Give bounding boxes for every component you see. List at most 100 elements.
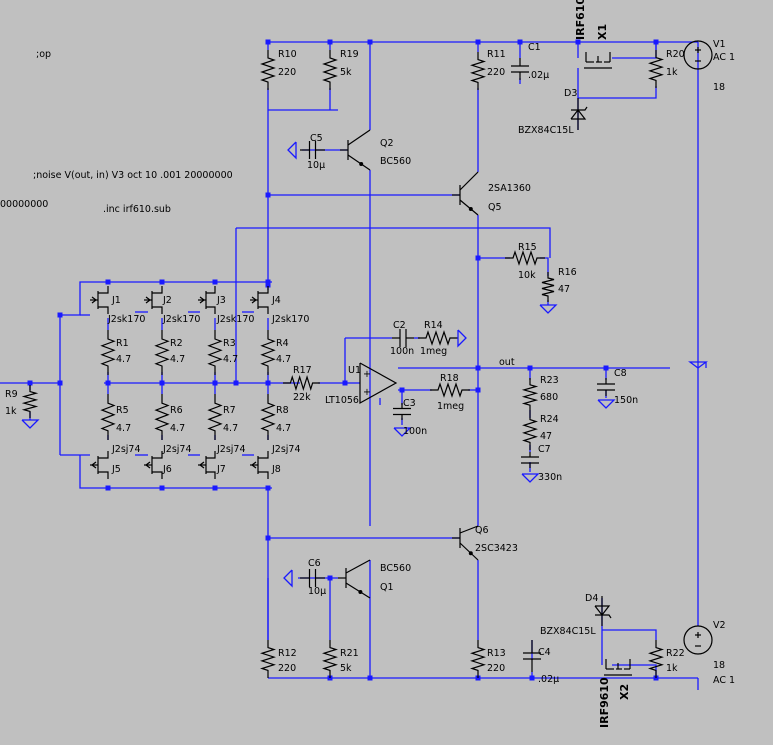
label-r11-0: R11: [487, 49, 506, 60]
label-r9-0: R9: [5, 389, 18, 400]
mosfet-X1: [584, 52, 612, 69]
label-j7-0: J7: [216, 464, 226, 475]
wire: [258, 286, 269, 294]
transistor-Q2: [340, 129, 371, 171]
jfet-J2: [144, 286, 163, 314]
resistor-R6: [154, 394, 170, 440]
label-x2-ref: X2: [618, 684, 631, 700]
resistor-R10: [260, 50, 276, 90]
junction-dot: [57, 312, 63, 318]
svg-text:+: +: [363, 369, 371, 380]
transistor-Q6: [452, 525, 479, 561]
label-j1-0: J1: [111, 295, 121, 306]
wire: [206, 451, 216, 459]
label-r22-0: R22: [666, 648, 685, 659]
label-r17-1: 22k: [293, 392, 311, 403]
resistor-R21-body: [322, 640, 338, 678]
label-r4-1: 4.7: [276, 354, 291, 365]
ground-c3: [393, 427, 412, 437]
resistor-R13-body: [470, 640, 486, 678]
jfet-J5: [90, 451, 109, 479]
ground-r14: [457, 329, 467, 348]
resistor-R4-body: [260, 330, 276, 375]
label-v1-2: 18: [713, 82, 725, 93]
wire: [98, 286, 109, 294]
wire: [539, 304, 558, 314]
label-r9-1: 1k: [5, 406, 17, 417]
label-r13-0: R13: [487, 648, 506, 659]
wire: [206, 286, 216, 294]
resistor-R1: [100, 330, 116, 375]
label-j8-0: J8: [271, 464, 281, 475]
label-j2-0: J2: [162, 295, 172, 306]
wire: [597, 399, 616, 409]
ground-r9: [21, 419, 40, 429]
label-r22-1: 1k: [666, 663, 678, 674]
junction-dot: [212, 485, 218, 491]
ground-r16: [539, 304, 558, 314]
junction-dot: [105, 279, 111, 285]
label-j5-1: J2sj74: [111, 444, 141, 455]
capacitor-C1: [511, 58, 529, 80]
resistor-R8: [260, 394, 276, 440]
wire: [459, 542, 479, 561]
label-j3-1: J2sk170: [216, 314, 254, 325]
wire: [287, 141, 297, 160]
label-r13-1: 220: [487, 663, 505, 674]
transistor-Q1: [338, 559, 371, 599]
label-u1-1: LT1056: [325, 395, 359, 406]
wire: [258, 451, 269, 459]
label-r20-0: R20: [666, 49, 685, 60]
net-label-out: out: [499, 357, 515, 368]
ground-c8: [597, 399, 616, 409]
resistor-R20: [648, 50, 664, 88]
wire: [347, 129, 371, 146]
label-q6-0: Q6: [475, 525, 489, 536]
label-r6-1: 4.7: [170, 423, 185, 434]
wire: [594, 605, 611, 616]
resistor-R18: [430, 382, 470, 398]
label-q2-0: Q2: [380, 138, 394, 149]
directive-include: .inc irf610.sub: [103, 204, 171, 215]
label-q5-0: Q5: [488, 202, 502, 213]
label-r15-1: 10k: [518, 270, 536, 281]
resistor-R19: [322, 50, 338, 90]
resistor-R22-body: [648, 640, 664, 678]
ground-c6: [283, 569, 293, 588]
label-r12-1: 220: [278, 663, 296, 674]
resistor-R5-body: [100, 394, 116, 440]
label-r12-0: R12: [278, 648, 297, 659]
resistor-R14: [418, 330, 458, 346]
jfet-J7: [198, 451, 216, 479]
label-r23-0: R23: [540, 375, 559, 386]
label-d4-0: D4: [585, 593, 598, 604]
wire: [540, 257, 549, 276]
wire: [152, 286, 163, 294]
resistor-R5: [100, 394, 116, 440]
resistor-R7: [207, 394, 223, 440]
resistor-R17-body: [283, 374, 320, 392]
wire: [578, 86, 657, 99]
label-c6-0: C6: [308, 558, 321, 569]
junction-dot: [159, 279, 165, 285]
label-r10-1: 220: [278, 67, 296, 78]
capacitor-C4: [523, 640, 541, 672]
label-c2-1: 100n: [390, 346, 414, 357]
resistor-R1-body: [100, 330, 116, 375]
voltage-source-V1: [683, 40, 713, 70]
junction-dot: [159, 485, 165, 491]
wire: [199, 296, 205, 304]
label-r7-0: R7: [223, 405, 236, 416]
label-c7-1: 330n: [538, 472, 562, 483]
label-r2-0: R2: [170, 338, 183, 349]
label-r6-0: R6: [170, 405, 183, 416]
resistor-R16: [541, 272, 555, 302]
label-c4-1: .02µ: [538, 674, 559, 685]
label-j4-1: J2sk170: [271, 314, 309, 325]
label-r21-1: 5k: [340, 663, 352, 674]
label-j7-1: J2sj74: [216, 444, 246, 455]
label-r5-0: R5: [116, 405, 129, 416]
label-v1-1: AC 1: [713, 52, 735, 63]
label-v2-0: V2: [713, 620, 726, 631]
junction-dot: [265, 380, 271, 386]
